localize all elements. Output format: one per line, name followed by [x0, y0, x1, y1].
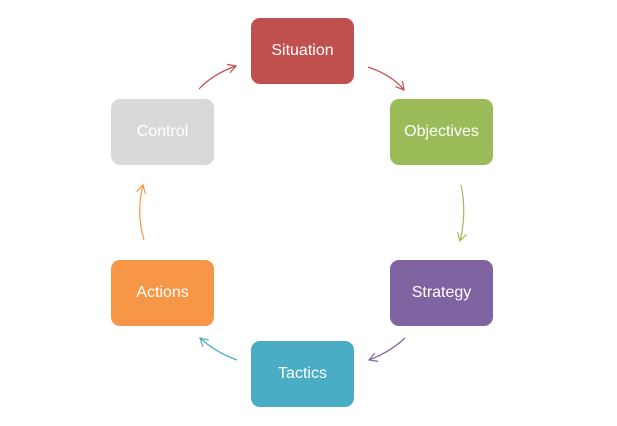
situation-node: Situation — [251, 18, 354, 84]
tactics-to-actions-arrow — [199, 337, 238, 361]
situation-to-objectives-arrow — [367, 66, 405, 91]
arrow-head — [395, 80, 405, 91]
actions-label: Actions — [136, 284, 189, 302]
arrow-head — [136, 183, 147, 195]
objectives-to-strategy-arrow — [456, 184, 467, 243]
strategy-node: Strategy — [390, 260, 493, 326]
actions-to-control-arrow — [136, 183, 147, 241]
arrow-head — [226, 63, 238, 74]
control-node: Control — [111, 99, 214, 165]
control-to-situation-arrow — [198, 63, 238, 90]
arrow-head — [456, 231, 467, 243]
strategy-to-tactics-arrow — [367, 337, 406, 362]
tactics-node: Tactics — [251, 341, 354, 407]
control-label: Control — [136, 123, 189, 141]
arrow-head — [199, 337, 210, 347]
objectives-label: Objectives — [404, 123, 479, 141]
arrow-head — [367, 352, 379, 362]
objectives-node: Objectives — [390, 99, 493, 165]
strategy-label: Strategy — [411, 284, 472, 302]
situation-label: Situation — [271, 42, 334, 60]
actions-node: Actions — [111, 260, 214, 326]
tactics-label: Tactics — [278, 365, 327, 383]
